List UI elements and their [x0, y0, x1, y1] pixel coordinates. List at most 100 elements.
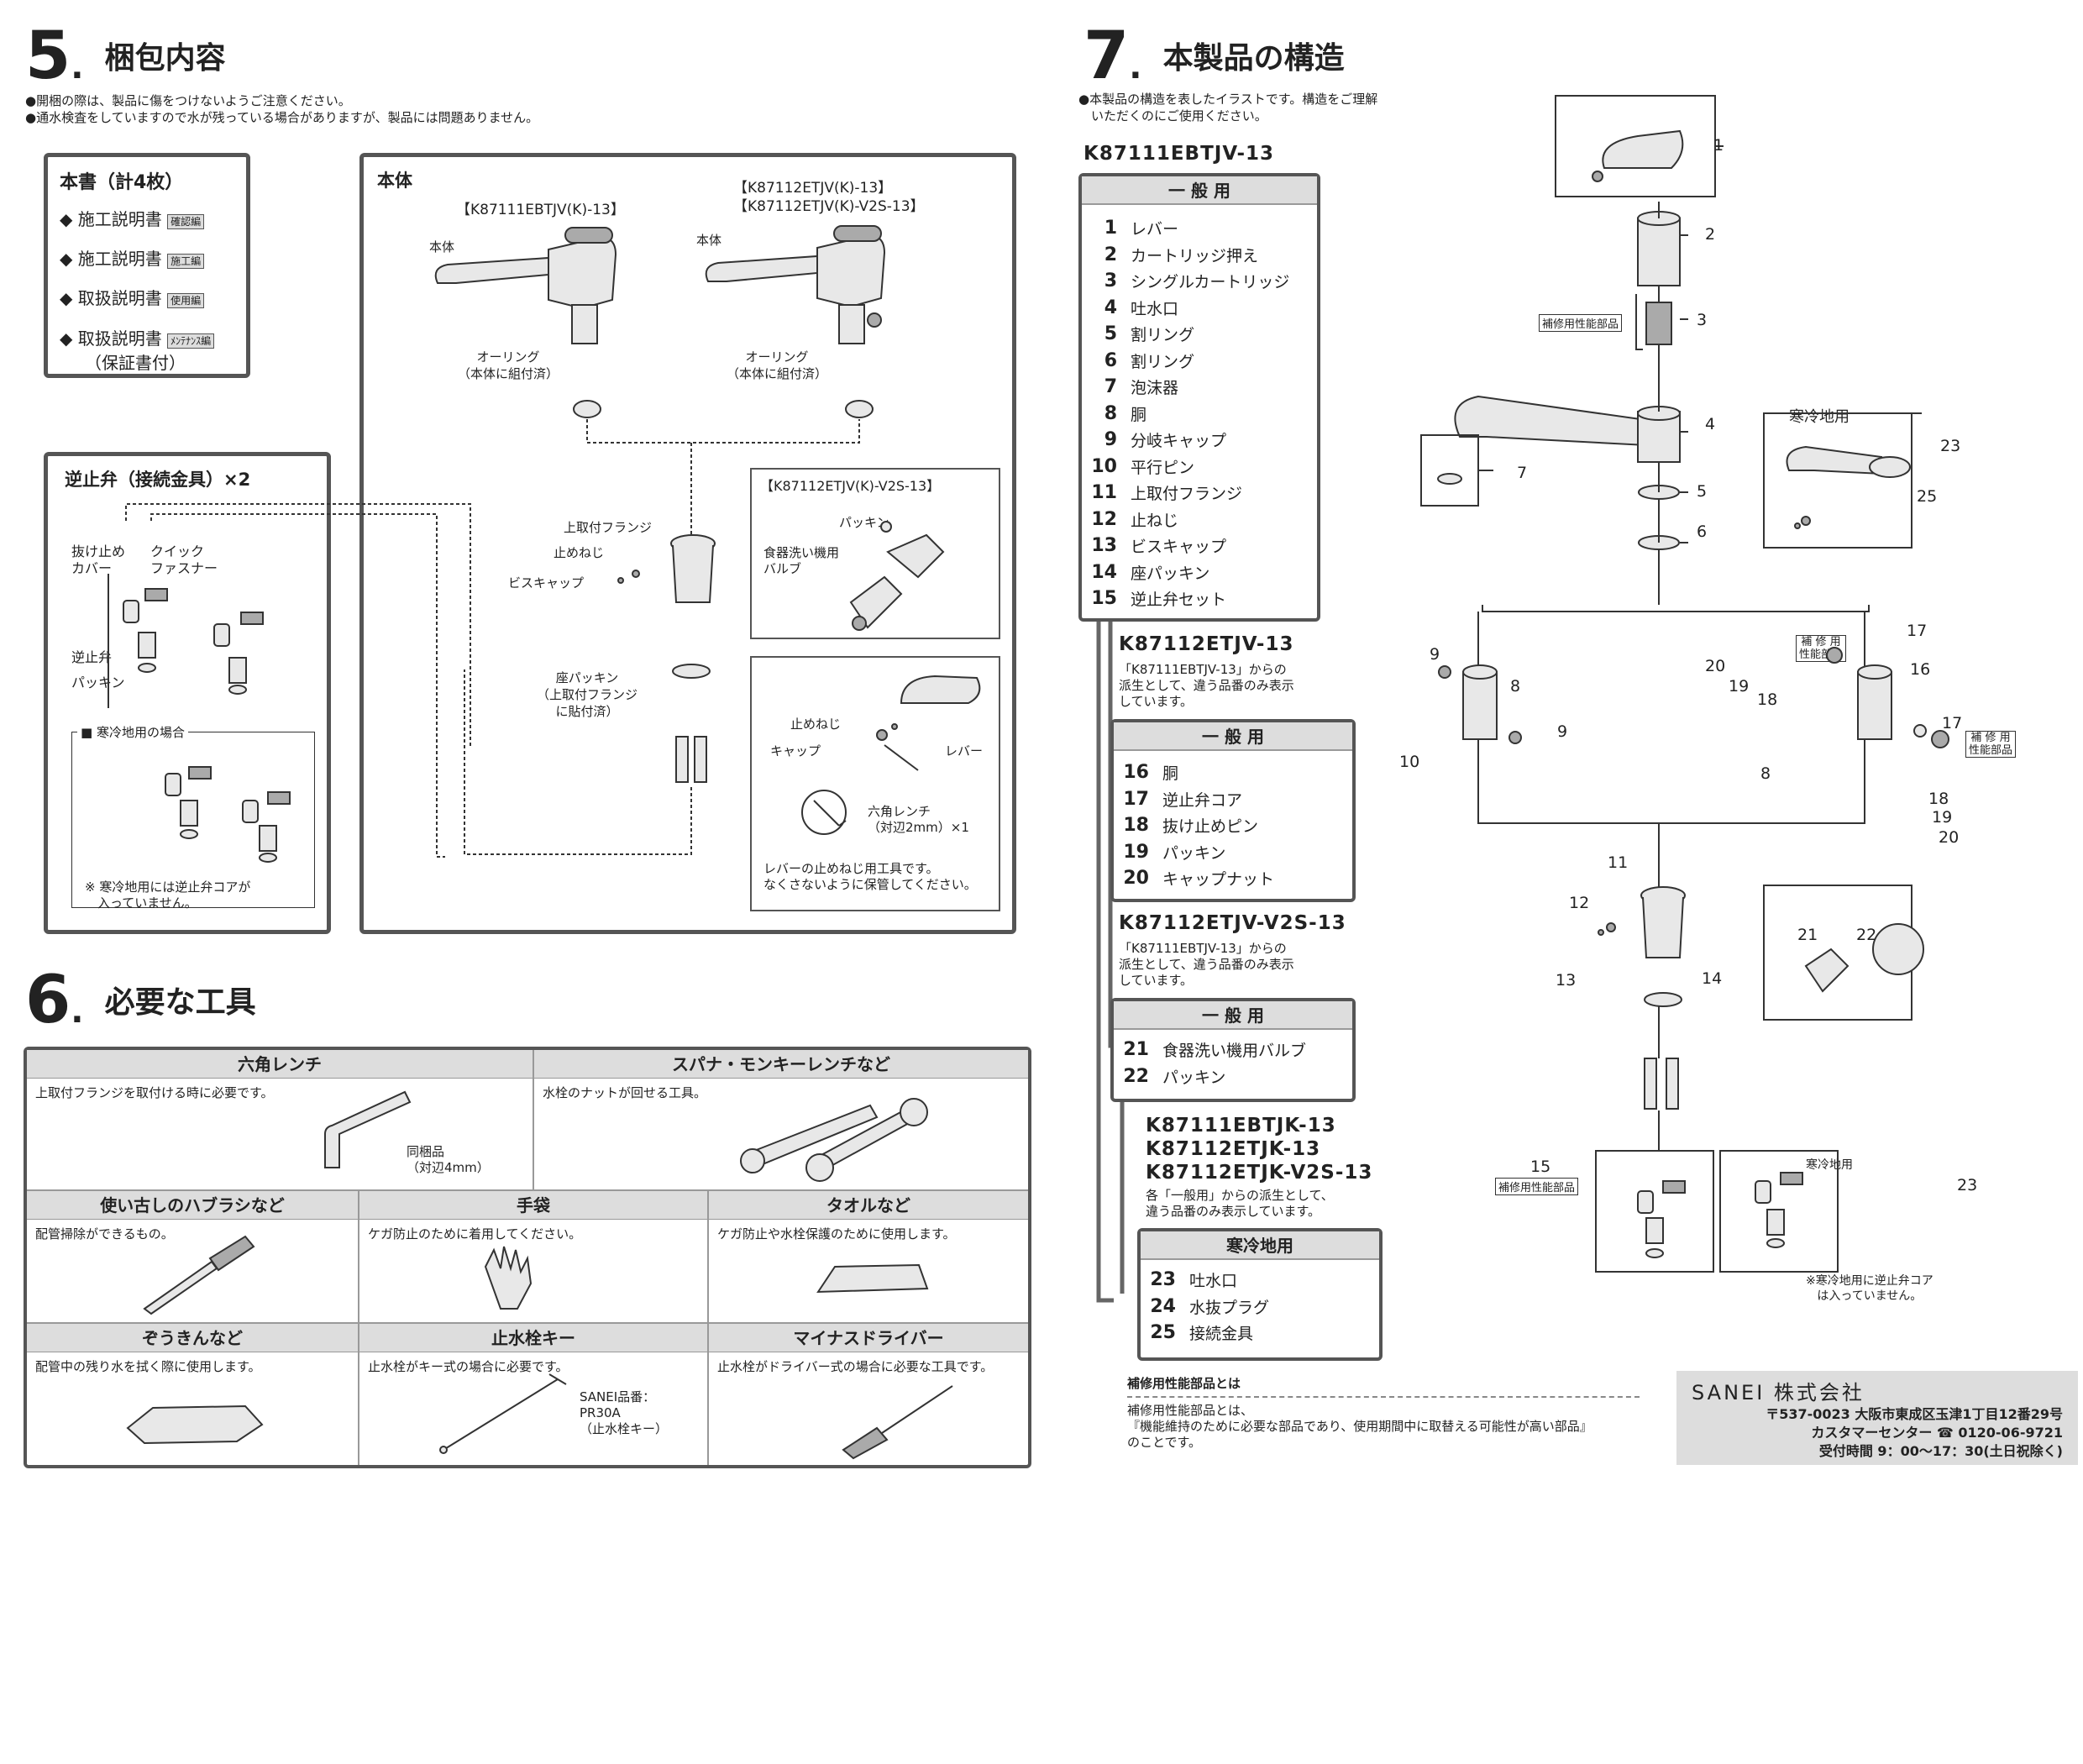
part-name: ビスキャップ [1131, 538, 1227, 557]
check-valve-box: 逆止弁（接続金具）×2 抜け止め カバー クイック ファスナー 逆止弁 パッキン… [44, 452, 331, 934]
part-name: 逆止弁コア [1162, 790, 1243, 810]
part-name: レバー [1131, 220, 1179, 239]
lever-note: レバーの止めねじ用工具です。 なくさないように保管してください。 [763, 861, 977, 892]
toothbrush-icon [143, 1235, 255, 1315]
label-dishvalve: 食器洗い機用 バルブ [763, 545, 840, 576]
parts-list-header: 一 般 用 [1082, 176, 1317, 205]
doc-tag: ﾒﾝﾃﾅﾝｽ編 [167, 333, 215, 349]
callout-number: 1 [1713, 136, 1724, 155]
label-zapack: 座パッキン （上取付フランジ に貼付済） [537, 670, 638, 719]
part-number: 13 [1091, 535, 1117, 557]
label-check: 逆止弁 [71, 649, 113, 665]
company-contact: 〒537-0023 大阪市東成区玉津1丁目12番29号 カスタマーセンター ☎ … [1676, 1405, 2078, 1461]
lever-subbox: 止めねじ キャップ レバー 六角レンチ （対辺2mm）×1 レバーの止めねじ用工… [750, 656, 1000, 911]
part-number: 23 [1150, 1269, 1176, 1291]
tool-desc: ケガ防止や水栓保護のために使用します。 [717, 1226, 956, 1242]
callout-number: 4 [1705, 415, 1716, 433]
callout-number: 6 [1697, 522, 1708, 541]
part-name: カートリッジ押え [1131, 246, 1259, 265]
section-number: 7 [1083, 18, 1130, 94]
callout-number: 9 [1430, 645, 1440, 664]
model-caption: 各「一般用」からの派生として、 違う品番のみ表示しています。 [1146, 1188, 1334, 1219]
company-tel: カスタマーセンター ☎ 0120-06-9721 [1811, 1425, 2063, 1441]
part-number: 1 [1104, 218, 1117, 239]
part-number: 7 [1104, 376, 1117, 398]
tool-header: タオルなど [709, 1191, 1028, 1220]
part-number: 8 [1104, 402, 1117, 424]
section7-heading: 7. 本製品の構造 [1083, 24, 1345, 89]
doc-label: ◆ 施工説明書 [60, 209, 162, 229]
doc-item: ◆ 取扱説明書 使用編 [60, 280, 246, 319]
model-label: K87112ETJV-13 [1119, 633, 1294, 655]
parts-row: 17 逆止弁コア [1114, 786, 1352, 813]
callout-number: 10 [1399, 753, 1420, 771]
part-name: 抜け止めピン [1162, 817, 1259, 837]
part-name: 座パッキン [1131, 564, 1210, 583]
company-hours: 受付時間 9：00〜17：30(土日祝除く) [1818, 1443, 2063, 1459]
body-title: 本体 [377, 171, 412, 191]
parts-row: 2 カートリッジ押え [1082, 242, 1317, 269]
tool-header: ぞうきんなど [27, 1324, 358, 1352]
part-name: 胴 [1131, 405, 1147, 424]
part-number: 10 [1091, 455, 1117, 477]
part-number: 6 [1104, 349, 1117, 371]
section6-heading: 6. 必要な工具 [25, 968, 256, 1033]
part-number: 18 [1123, 815, 1149, 837]
tool-desc: 止水栓がドライバー式の場合に必要な工具です。 [717, 1359, 994, 1374]
callout-number: 23 [1957, 1176, 1978, 1194]
label-oring: オーリング （本体に組付済） [727, 349, 828, 381]
doc-sub: （保証書付） [85, 353, 186, 373]
section-title: 本製品の構造 [1162, 41, 1345, 76]
doc-label: ◆ 取扱説明書 [60, 288, 162, 308]
tool-desc: 水栓のナットが回せる工具。 [543, 1085, 707, 1100]
screwdriver-icon [842, 1385, 953, 1460]
callout-number: 22 [1856, 926, 1877, 944]
dot: . [1129, 48, 1142, 87]
doc-label: ◆ 施工説明書 [60, 249, 162, 269]
tool-header: 手袋 [359, 1191, 707, 1220]
label-hex-wrench: 六角レンチ （対辺2mm）×1 [868, 804, 969, 835]
part-name: 割リング [1131, 326, 1195, 345]
part-name: パッキン [1162, 1068, 1226, 1087]
callout-number: 23 [1940, 437, 1961, 455]
part-number: 22 [1123, 1065, 1149, 1087]
doc-item: ◆ 取扱説明書 ﾒﾝﾃﾅﾝｽ編 [60, 326, 246, 354]
part-number: 9 [1104, 429, 1117, 451]
glove-icon [484, 1246, 533, 1310]
doc-tag: 確認編 [167, 214, 205, 229]
section5-heading: 5. 梱包内容 [25, 24, 226, 89]
part-name: 平行ピン [1131, 458, 1195, 477]
cold-label: 寒冷地用 [1806, 1158, 1853, 1172]
part-name: 吐水口 [1189, 1272, 1238, 1291]
part-number: 11 [1091, 482, 1117, 504]
tool-desc: 止水栓がキー式の場合に必要です。 [368, 1359, 569, 1374]
model-caption: 「K87111EBTJV-13」からの 派生として、違う品番のみ表示 しています… [1119, 662, 1294, 709]
part-name: 胴 [1162, 764, 1179, 784]
part-number: 15 [1091, 588, 1117, 610]
tool-cell: 止水栓キー 止水栓がキー式の場合に必要です。 SANEI品番： PR30A （止… [359, 1324, 709, 1465]
valve-title: 逆止弁（接続金具）×2 [65, 470, 251, 490]
stopcock-key-icon [439, 1373, 567, 1454]
callout-number: 20 [1939, 828, 1960, 847]
cold-label: ■ 寒冷地用の場合 [77, 723, 188, 741]
part-number: 2 [1104, 244, 1117, 265]
tool-cell: 使い古しのハブラシなど 配管掃除ができるもの。 [27, 1191, 359, 1324]
tool-header: 止水栓キー [359, 1324, 707, 1352]
part-number: 17 [1123, 788, 1149, 810]
callout-number: 17 [1907, 622, 1928, 640]
label-biscap: ビスキャップ [508, 575, 585, 591]
tools-table: 六角レンチ 上取付フランジを取付ける時に必要です。 同梱品 （対辺4mm） スパ… [24, 1047, 1031, 1468]
model-label: K87111EBTJV-13 [1083, 143, 1275, 165]
part-number: 21 [1123, 1039, 1149, 1061]
dot: . [71, 48, 84, 87]
repair-tag: 補修用性能部品 [1539, 314, 1623, 332]
